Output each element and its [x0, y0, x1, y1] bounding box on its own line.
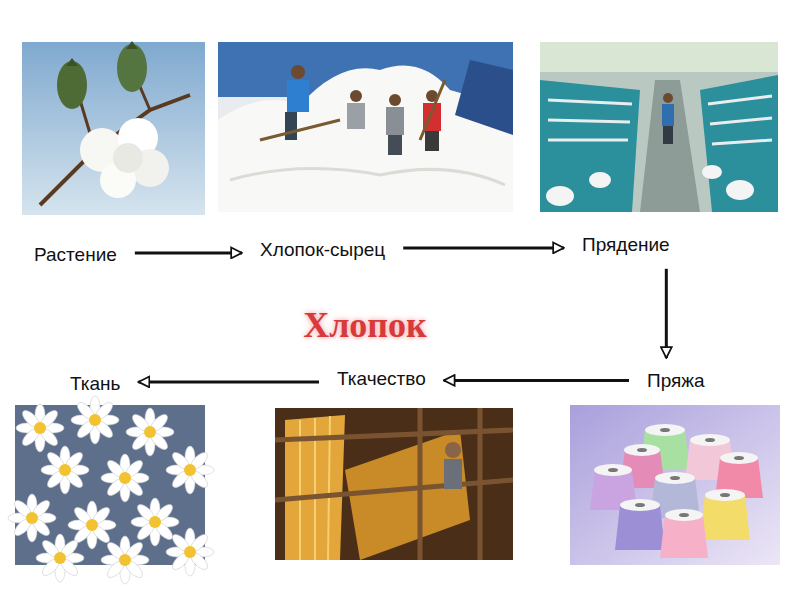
- flow-arrow: [138, 380, 319, 383]
- photo-ground: [22, 42, 205, 215]
- spinning-frame: [540, 80, 640, 212]
- weaver-figure: [444, 442, 462, 489]
- aisle: [640, 80, 700, 212]
- step-label: Ткачество: [337, 368, 426, 391]
- loom-beam: [275, 430, 513, 500]
- flow-arrow: [135, 251, 242, 254]
- process-step: Растение: [30, 242, 121, 269]
- pod-tip: [66, 58, 78, 66]
- daisy-print: [71, 396, 119, 444]
- daisy-print: [166, 446, 214, 494]
- step-label: Прядение: [582, 234, 670, 257]
- photo-ground: [275, 408, 513, 560]
- step-label: Растение: [34, 244, 117, 267]
- yarn-spools-photo: [570, 405, 780, 565]
- worker-figure: [260, 65, 340, 140]
- photo-ground: [540, 42, 778, 212]
- daisy-print: [101, 454, 149, 502]
- fiber-bag: [726, 180, 754, 200]
- worker-figure: [386, 94, 404, 155]
- spindle-row: [708, 96, 772, 144]
- ceiling: [540, 42, 778, 72]
- fiber-bag: [702, 165, 722, 179]
- fiber-bag: [589, 172, 611, 188]
- step-label: Ткань: [70, 373, 120, 396]
- process-step: Пряжа: [643, 368, 709, 395]
- spindle-row: [548, 100, 632, 140]
- worker-figure: [347, 90, 365, 129]
- diagram-title: Хлопок: [303, 304, 427, 346]
- spinning-frame: [700, 75, 778, 212]
- worker-figure: [420, 80, 445, 151]
- pile-shade: [230, 169, 505, 185]
- daisy-print: [131, 498, 179, 546]
- raw-cotton-photo: [218, 42, 513, 212]
- flow-arrow: [403, 246, 564, 249]
- step-label: Хлопок-сырец: [260, 239, 385, 262]
- cotton-pod: [57, 61, 87, 109]
- spinning-mill-photo: [540, 42, 778, 212]
- daisy-print: [36, 534, 84, 582]
- branch: [40, 95, 190, 205]
- pod-tip: [126, 41, 138, 49]
- loom-photo: [275, 408, 513, 560]
- daisy-print: [126, 408, 174, 456]
- fabric-photo: [8, 396, 214, 584]
- daisy-print: [41, 446, 89, 494]
- flow-arrow: [665, 269, 668, 358]
- photo-ground: [218, 42, 513, 212]
- photo-ground: [570, 405, 780, 565]
- yarn-cone: [700, 489, 750, 540]
- cotton-plant-photo: [22, 41, 205, 215]
- machine: [455, 60, 513, 135]
- yarn-cone: [615, 499, 665, 550]
- process-step: Прядение: [578, 232, 674, 259]
- daisy-print: [166, 528, 214, 576]
- daisy-print: [101, 536, 149, 584]
- fiber-bag: [546, 186, 574, 206]
- cotton-boll: [113, 143, 143, 173]
- process-step: Ткань: [66, 371, 124, 398]
- flow-arrow: [444, 379, 629, 382]
- process-step: Хлопок-сырец: [256, 237, 389, 264]
- worker-figure: [662, 93, 674, 144]
- process-step: Ткачество: [333, 366, 430, 393]
- daisy-print: [8, 494, 56, 542]
- yarn-cone: [660, 509, 708, 558]
- step-label: Пряжа: [647, 370, 705, 393]
- cotton-pod: [117, 44, 147, 92]
- loom-post: [420, 408, 480, 560]
- daisy-print: [16, 404, 64, 452]
